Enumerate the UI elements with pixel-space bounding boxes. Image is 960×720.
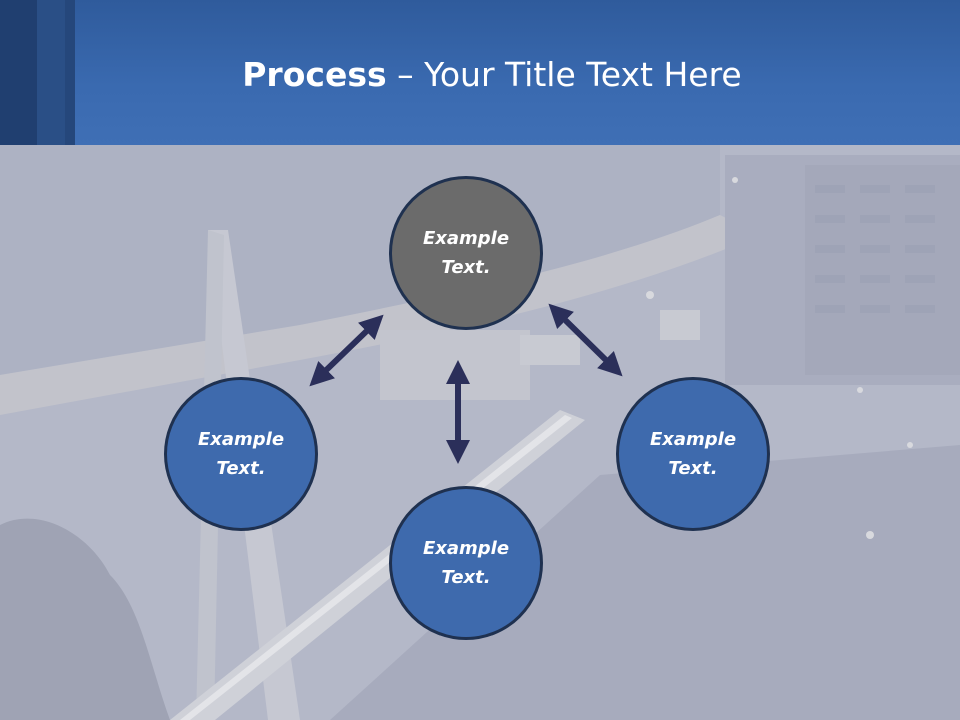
slide-title-bold: Process [242, 55, 387, 94]
slide-title[interactable]: Process – Your Title Text Here [0, 52, 960, 98]
process-node-bottom[interactable]: Example Text. [389, 486, 543, 640]
process-node-right[interactable]: Example Text. [616, 377, 770, 531]
process-node-top[interactable]: Example Text. [389, 176, 543, 330]
slide-title-rest: – Your Title Text Here [386, 55, 742, 94]
process-node-left[interactable]: Example Text. [164, 377, 318, 531]
arrow-top-right[interactable] [548, 303, 623, 377]
header-stripe [37, 0, 65, 145]
header-stripe [65, 0, 75, 145]
header-stripe [0, 0, 37, 145]
node-label: Example Text. [422, 228, 510, 278]
node-label: Example Text. [649, 429, 737, 479]
node-label: Example Text. [197, 429, 285, 479]
arrow-top-left[interactable] [309, 314, 384, 387]
title-header: Process – Your Title Text Here [0, 0, 960, 145]
node-label: Example Text. [422, 538, 510, 588]
